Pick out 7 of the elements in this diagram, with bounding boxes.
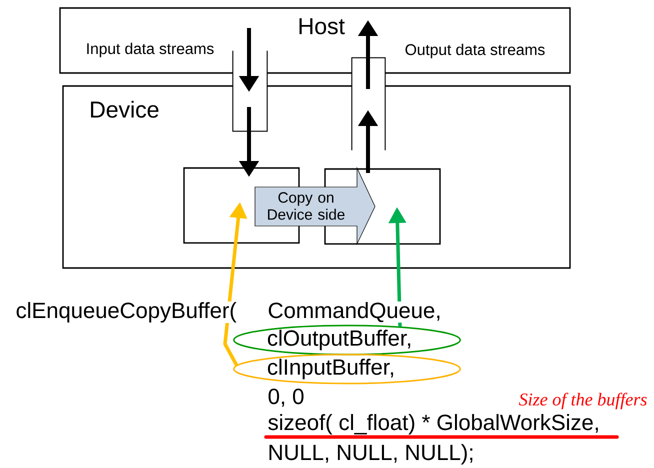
stream-label: Input data streams	[87, 42, 214, 58]
stream-label: Output data streams	[406, 44, 545, 58]
code-line: sizeof( cl_float) * GlobalWorkSize,	[267, 414, 600, 436]
code-line: NULL, NULL, NULL);	[267, 444, 475, 466]
edge-label: Copy on Device side	[265, 191, 347, 221]
note-text: Size of the buffers	[518, 392, 647, 410]
code-line: 0, 0	[267, 388, 305, 408]
